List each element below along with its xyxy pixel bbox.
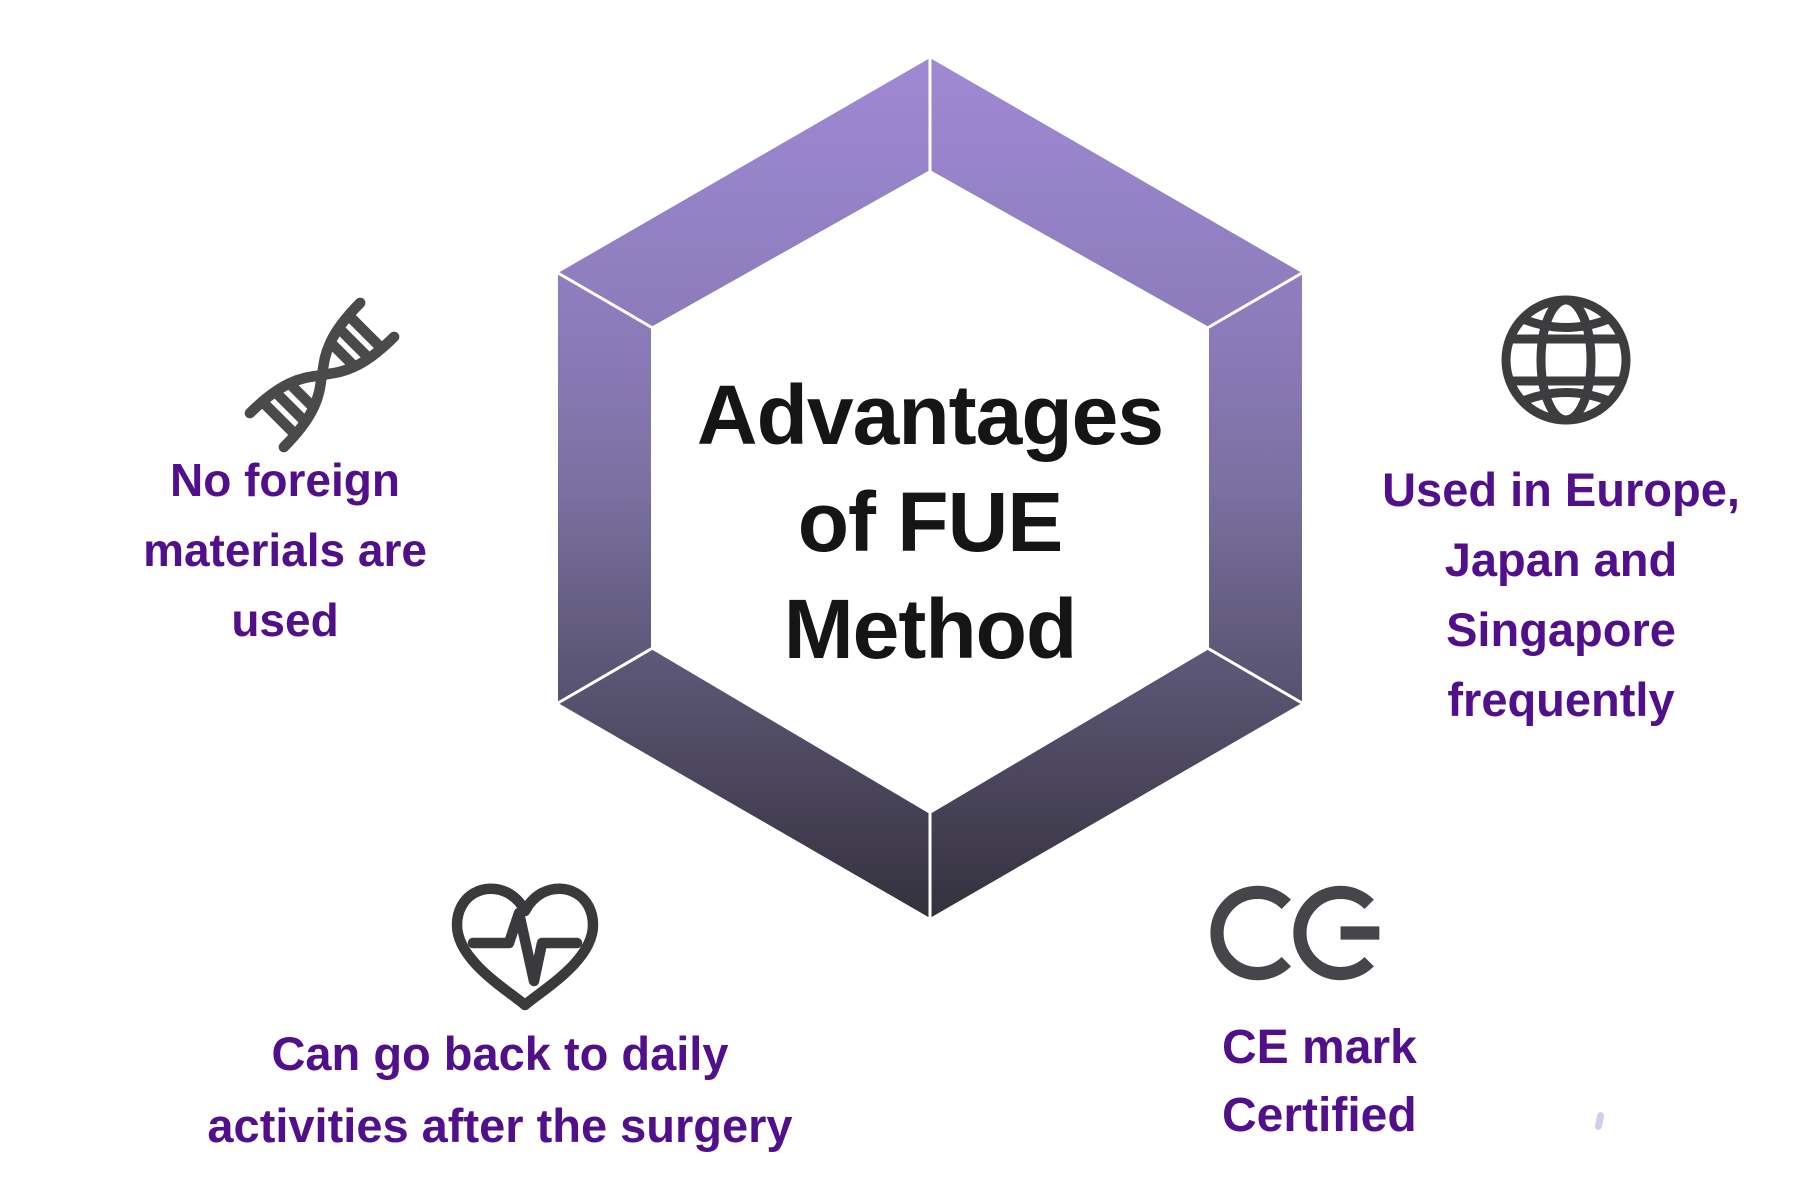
label-line: Can go back to daily xyxy=(271,1027,729,1080)
benefit-ce-certified: CE mark Certified xyxy=(1222,1014,1642,1150)
page-title: Advantages of FUE Method xyxy=(530,362,1330,683)
ce-mark-icon xyxy=(1210,885,1380,981)
label-line: Used in Europe, xyxy=(1382,463,1740,516)
label-line: CE mark xyxy=(1222,1021,1417,1074)
label-line: Certified xyxy=(1222,1089,1417,1142)
title-line: Method xyxy=(783,582,1078,676)
benefit-no-foreign-materials: No foreign materials are used xyxy=(60,445,510,655)
hexagon-segment-separators xyxy=(556,56,1304,920)
label-line: frequently xyxy=(1447,673,1675,726)
title-line: Advantages xyxy=(696,368,1164,462)
benefit-global-usage: Used in Europe, Japan and Singapore freq… xyxy=(1331,455,1791,735)
hexagon-ring-shape xyxy=(558,58,1302,918)
label-line: No foreign xyxy=(170,454,400,506)
benefit-daily-activities: Can go back to daily activities after th… xyxy=(115,1018,885,1162)
title-line: of FUE xyxy=(797,475,1064,569)
label-line: materials are xyxy=(143,524,427,576)
label-line: activities after the surgery xyxy=(207,1099,793,1152)
dna-icon xyxy=(244,297,400,453)
label-line: Singapore xyxy=(1446,603,1676,656)
heart-pulse-icon xyxy=(451,883,599,1011)
label-line: used xyxy=(231,594,339,646)
globe-icon xyxy=(1501,295,1631,425)
label-line: Japan and xyxy=(1444,533,1678,586)
